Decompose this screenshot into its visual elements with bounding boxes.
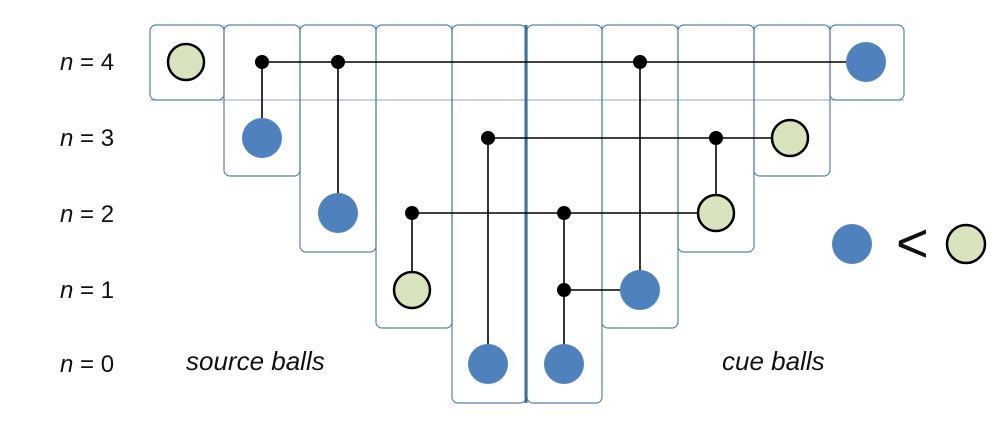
green-ball [770, 118, 810, 158]
cells [149, 24, 905, 404]
green-ball [166, 42, 206, 82]
blue-ball [468, 344, 508, 384]
junction-dot [557, 283, 571, 297]
junction-dot [557, 206, 571, 220]
junction-dot [255, 55, 269, 69]
caption-source-balls: source balls [186, 346, 325, 376]
junction-dot [331, 55, 345, 69]
legend-green-ball [945, 223, 987, 265]
legend-blue-ball [832, 224, 872, 264]
cell-col8 [753, 24, 831, 177]
junction-dot [633, 55, 647, 69]
blue-ball [846, 42, 886, 82]
row-label-1: n = 1 [60, 277, 114, 304]
green-ball [696, 193, 736, 233]
junctions [255, 55, 723, 297]
row-label-2: n = 2 [60, 201, 114, 228]
junction-dot [405, 206, 419, 220]
row-labels: n = 4 n = 3 n = 2 n = 1 n = 0 [60, 49, 114, 378]
balls [166, 42, 886, 384]
blue-ball [544, 344, 584, 384]
caption-cue-balls: cue balls [722, 346, 825, 376]
row-label-3: n = 3 [60, 125, 114, 152]
legend-less-than-symbol: < [896, 211, 929, 274]
legend: < [832, 211, 987, 274]
junction-dot [481, 131, 495, 145]
row-label-0: n = 0 [60, 351, 114, 378]
blue-ball [318, 193, 358, 233]
blue-ball [620, 270, 660, 310]
row-label-4: n = 4 [60, 49, 114, 76]
junction-dot [709, 131, 723, 145]
blue-ball [242, 118, 282, 158]
green-ball [392, 270, 432, 310]
